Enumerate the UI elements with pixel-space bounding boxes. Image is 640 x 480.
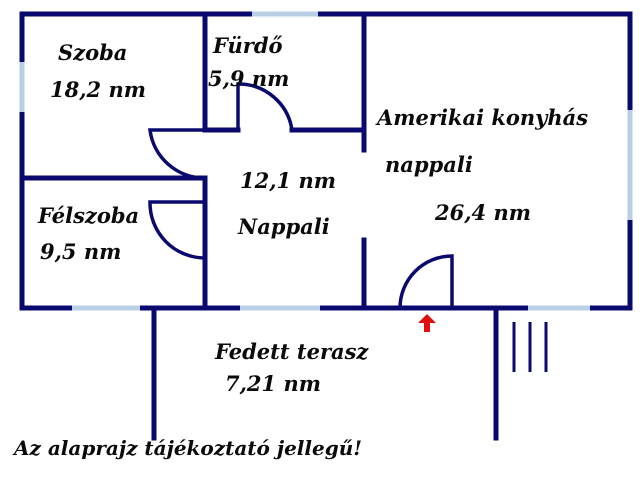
room-area-szoba: 18,2 nm — [50, 77, 146, 102]
room-name-szoba: Szoba — [58, 40, 128, 65]
room-name-amerikai-line2: nappali — [385, 152, 473, 177]
room-name-furdo: Fürdő — [213, 33, 283, 58]
door-entrance — [398, 254, 454, 309]
doors — [148, 82, 454, 309]
door-felszoba — [148, 200, 206, 260]
room-name-nappali: Nappali — [238, 214, 330, 239]
windows — [19, 11, 633, 311]
door-furdo — [236, 82, 294, 131]
room-area-terasz: 7,21 nm — [225, 371, 321, 396]
door-szoba — [148, 128, 206, 180]
room-name-terasz: Fedett terasz — [215, 339, 369, 364]
red-up-arrow-icon — [418, 314, 436, 332]
room-area-felszoba: 9,5 nm — [40, 239, 122, 264]
room-name-felszoba: Félszoba — [38, 203, 140, 228]
terrace-steps — [512, 322, 548, 372]
room-area-nappali: 12,1 nm — [240, 168, 336, 193]
disclaimer-note: Az alaprajz tájékoztató jellegű! — [14, 436, 363, 460]
room-name-amerikai-line1: Amerikai konyhás — [377, 105, 589, 130]
room-area-furdo: 5,9 nm — [208, 66, 290, 91]
room-area-amerikai: 26,4 nm — [435, 200, 531, 225]
